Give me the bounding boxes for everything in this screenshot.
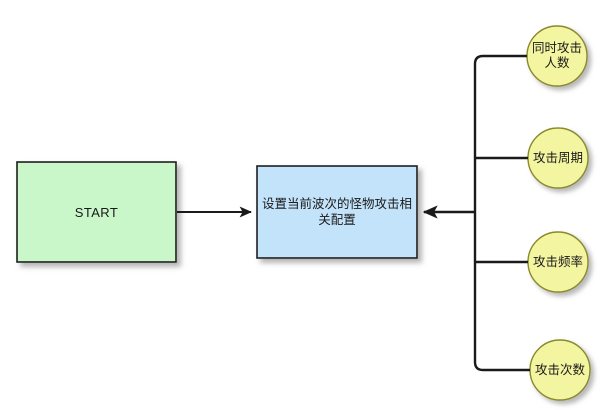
- edge-branch-3: [473, 212, 530, 372]
- node-attribute-1[interactable]: [527, 127, 589, 189]
- node-attribute-3[interactable]: [529, 339, 591, 401]
- node-process[interactable]: [256, 165, 418, 259]
- edge-branch-0: [473, 54, 527, 212]
- node-attribute-2[interactable]: [527, 231, 589, 293]
- node-start[interactable]: [16, 161, 177, 263]
- edge-attributes-to-process: [422, 54, 530, 372]
- node-attribute-0[interactable]: [526, 25, 588, 87]
